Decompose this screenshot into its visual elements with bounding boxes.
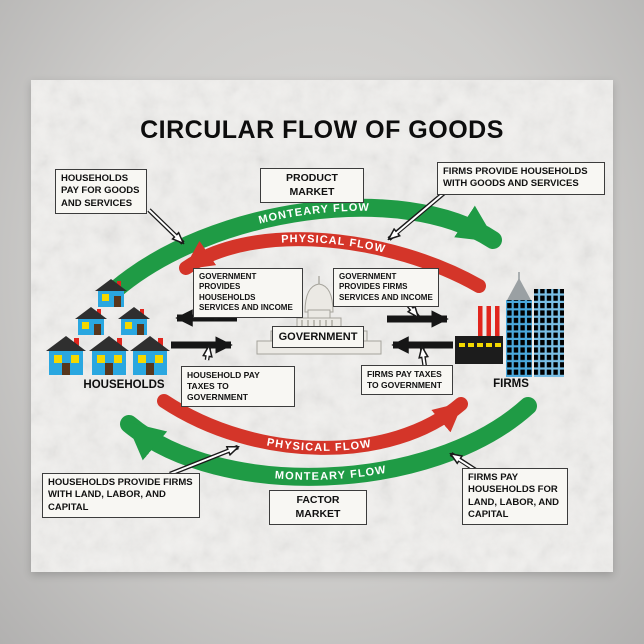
households-label: HOUSEHOLDS bbox=[83, 379, 165, 391]
callout-arrow-household-taxes bbox=[207, 346, 209, 361]
callout-household-taxes: HOUSEHOLD PAY TAXES TO GOVERNMENT bbox=[181, 366, 295, 408]
circular-flow-poster: CIRCULAR FLOW OF GOODS bbox=[31, 80, 613, 572]
house-icon bbox=[130, 336, 170, 375]
house-icon bbox=[46, 336, 86, 375]
callout-government-provides-firms: GOVERNMENT PROVIDES FIRMS SERVICES AND I… bbox=[333, 268, 439, 308]
callout-households-provide: HOUSEHOLDS PROVIDE FIRMS WITH LAND, LABO… bbox=[42, 473, 200, 519]
firms-buildings-icon bbox=[455, 272, 564, 377]
government-label: GOVERNMENT bbox=[272, 326, 364, 349]
house-icon bbox=[75, 307, 107, 335]
households-houses-icon bbox=[46, 279, 170, 375]
physical-flow-arc-bottom bbox=[157, 394, 468, 455]
house-icon bbox=[118, 307, 150, 335]
callout-arrow-firms-provide bbox=[389, 191, 446, 241]
monetary-flow-arc-bottom bbox=[120, 397, 537, 486]
callout-households-pay: HOUSEHOLDS PAY FOR GOODS AND SERVICES bbox=[55, 169, 147, 215]
poster-title: CIRCULAR FLOW OF GOODS bbox=[140, 116, 504, 144]
callout-firms-provide: FIRMS PROVIDE HOUSEHOLDS WITH GOODS AND … bbox=[437, 162, 605, 195]
flow-diagram: MONTEARY FLOW PHYSICAL FLOW PHYSICAL FLO… bbox=[46, 191, 564, 486]
factor-market-label: FACTOR MARKET bbox=[269, 490, 367, 526]
skyscraper-icon bbox=[506, 272, 532, 377]
callout-firm-taxes: FIRMS PAY TAXES TO GOVERNMENT bbox=[361, 365, 453, 396]
monetary-flow-arc-top bbox=[106, 198, 502, 299]
house-icon bbox=[89, 336, 129, 375]
product-market-label: PRODUCT MARKET bbox=[260, 168, 364, 204]
callout-arrow-households-provide bbox=[169, 444, 238, 477]
skyscraper-icon bbox=[534, 289, 564, 377]
callout-arrow-households-pay bbox=[147, 208, 183, 243]
physical-flow-arc-top bbox=[179, 232, 486, 293]
callout-government-provides-households: GOVERNMENT PROVIDES HOUSEHOLDS SERVICES … bbox=[193, 268, 303, 318]
physical-flow-label-top: PHYSICAL FLOW bbox=[281, 233, 387, 256]
firms-label: FIRMS bbox=[493, 378, 529, 390]
callout-firms-pay: FIRMS PAY HOUSEHOLDS FOR LAND, LABOR, AN… bbox=[462, 468, 568, 526]
factory-icon bbox=[455, 306, 503, 364]
